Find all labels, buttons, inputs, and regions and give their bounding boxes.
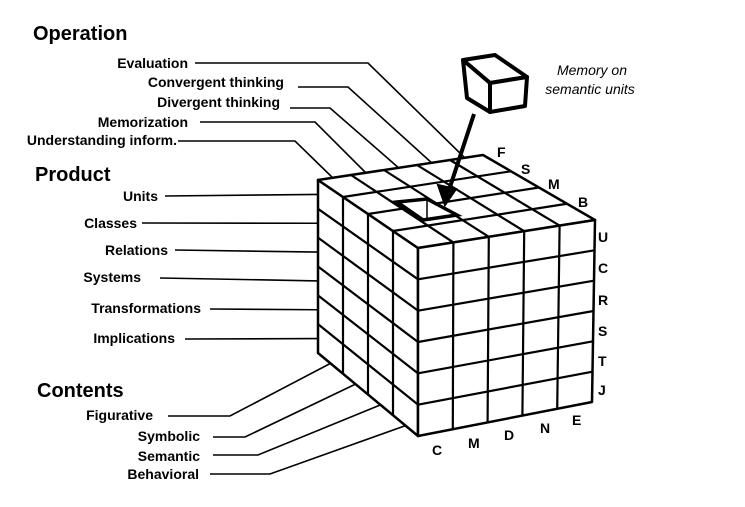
letter-C-op: C: [432, 442, 442, 458]
label-classes: Classes: [84, 215, 137, 231]
letter-D-op: D: [504, 427, 514, 443]
letter-S: S: [598, 323, 607, 339]
label-symbolic: Symbolic: [138, 428, 200, 444]
product-leader-line: [164, 193, 319, 197]
contents-leader-line: [210, 424, 406, 475]
left-grid-line: [317, 265, 419, 343]
top-grid-line: [392, 202, 568, 233]
callout-line1: Memory on: [557, 62, 627, 78]
letter-N-op: N: [540, 420, 550, 436]
callout-cube: [436, 53, 529, 208]
top-grid-line: [367, 186, 540, 216]
label-figurative: Figurative: [86, 407, 153, 423]
letter-S-ct: S: [521, 161, 530, 177]
left-grid-line: [317, 323, 419, 406]
label-transformations: Transformations: [91, 300, 201, 316]
label-memorization: Memorization: [98, 114, 188, 130]
letter-F: F: [497, 144, 506, 160]
contents-leader-line: [213, 404, 381, 456]
letter-C: C: [598, 260, 608, 276]
callout-line2: semantic units: [545, 81, 634, 97]
operation-leader-line: [290, 107, 402, 171]
label-relations: Relations: [105, 242, 168, 258]
left-grid-line: [317, 294, 419, 375]
label-evaluation: Evaluation: [117, 55, 188, 71]
heading-operation: Operation: [33, 23, 127, 45]
arrow-head: [436, 183, 458, 208]
product-leader-line: [209, 308, 319, 311]
callout-cube-front: [488, 75, 529, 114]
label-behavioral: Behavioral: [127, 466, 199, 482]
letter-M-ct: M: [548, 176, 560, 192]
front-grid-line: [417, 249, 595, 281]
letter-T: T: [598, 353, 607, 369]
front-grid-line: [417, 370, 593, 406]
letter-B: B: [578, 194, 588, 210]
label-systems: Systems: [83, 269, 141, 285]
front-grid-line: [417, 309, 594, 344]
letter-U: U: [598, 229, 608, 245]
front-face: [416, 218, 597, 438]
letter-J: J: [598, 382, 606, 398]
letter-E-op: E: [572, 412, 581, 428]
label-implications: Implications: [93, 330, 175, 346]
product-leader-line: [174, 249, 319, 253]
operation-leader-line: [195, 62, 468, 161]
left-grid-line: [317, 207, 419, 281]
cube-grid: [316, 153, 597, 438]
label-semantic: Semantic: [138, 448, 200, 464]
contents-leader-line: [213, 383, 356, 438]
letter-M-op: M: [468, 435, 480, 451]
arrow-shaft: [447, 113, 476, 191]
operation-leader-line: [178, 140, 336, 181]
label-understanding: Understanding inform.: [27, 132, 177, 148]
heading-product: Product: [35, 164, 111, 186]
label-convergent-thinking: Convergent thinking: [148, 74, 284, 90]
top-grid-line: [342, 170, 512, 199]
label-units: Units: [123, 188, 158, 204]
letter-R: R: [598, 292, 608, 308]
front-grid-line: [417, 279, 595, 312]
heading-contents: Contents: [37, 380, 124, 402]
operation-leader-line: [200, 121, 369, 176]
contents-leader-line: [168, 362, 331, 417]
front-grid-line: [417, 340, 594, 375]
operation-leader-line: [298, 86, 435, 166]
leader-lines: [141, 62, 468, 475]
product-leader-line: [159, 277, 319, 282]
label-divergent-thinking: Divergent thinking: [157, 94, 280, 110]
left-grid-line: [317, 236, 419, 312]
